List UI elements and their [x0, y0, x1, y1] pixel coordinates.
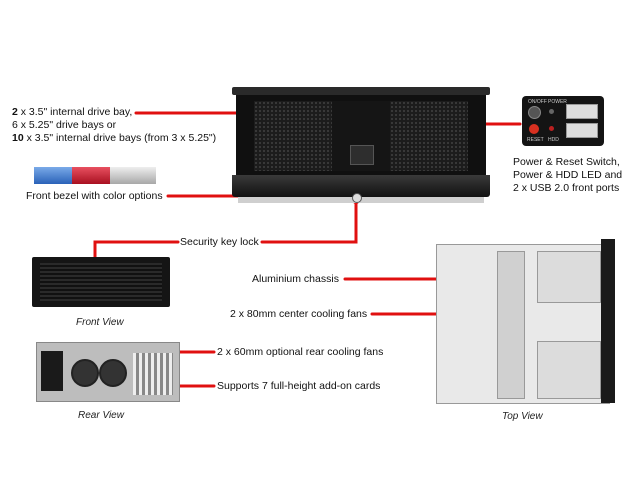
power-reset-label: Power & Reset Switch, Power & HDD LED an… [513, 156, 623, 194]
hdd-led [549, 126, 554, 131]
power-led [549, 109, 554, 114]
expansion-slots [133, 353, 173, 395]
power-button[interactable] [528, 106, 541, 119]
bezel-silver-swatch [110, 167, 156, 184]
main-chassis-image [232, 87, 490, 205]
on-off-label: ON/OFF [528, 99, 547, 105]
top-view-caption: Top View [502, 411, 543, 422]
bezel-color-swatches [34, 167, 156, 184]
rear-fan-1 [71, 359, 99, 387]
usb-port-top[interactable] [566, 104, 598, 119]
top-view-image [436, 239, 615, 404]
security-lock-label: Security key lock [180, 236, 259, 248]
drive-bays-label: 2 x 3.5" internal drive bay, 6 x 5.25" d… [12, 106, 217, 144]
power-led-label: POWER [548, 99, 567, 105]
rear-fans-label: 2 x 60mm optional rear cooling fans [217, 346, 384, 358]
key-lock [352, 193, 362, 203]
callout-security-lock [260, 198, 358, 244]
front-bezel-label: Front bezel with color options [26, 190, 163, 202]
rear-fan-2 [99, 359, 127, 387]
front-view-caption: Front View [76, 317, 124, 328]
front-view-image [32, 257, 170, 307]
hdd-label: HDD [548, 137, 559, 143]
reset-label: RESET [527, 137, 544, 143]
bezel-red-swatch [72, 167, 111, 184]
usb-port-bottom[interactable] [566, 123, 598, 138]
rear-view-caption: Rear View [78, 410, 124, 421]
reset-button[interactable] [529, 124, 539, 134]
bezel-blue-swatch [34, 167, 73, 184]
callout-front-view [93, 240, 180, 266]
rear-view-image [36, 342, 180, 402]
center-fans-label: 2 x 80mm center cooling fans [230, 308, 368, 320]
addon-cards-label: Supports 7 full-height add-on cards [217, 380, 381, 392]
front-panel-inset: ON/OFF POWER RESET HDD [522, 96, 604, 146]
aluminium-chassis-label: Aluminium chassis [252, 273, 339, 285]
